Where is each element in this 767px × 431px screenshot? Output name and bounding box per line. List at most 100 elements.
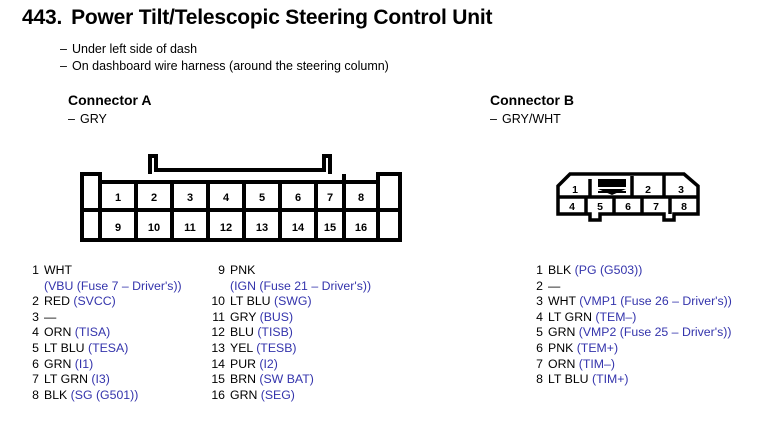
connector-a-diagram: 1 2 3 4 5 6 7 8 9 10 11 12 13 14 15 16 xyxy=(78,152,404,249)
pin-signal-name: (BUS) xyxy=(256,309,294,324)
pin-signal-name: (SWG) xyxy=(270,294,312,309)
pin-number: 10 xyxy=(211,294,225,309)
pin-description: — xyxy=(44,310,203,326)
pin-row: 12 BLU (TISB) xyxy=(208,325,408,341)
pin-description: YEL (TESB) xyxy=(230,341,408,357)
connector-b-title: Connector B xyxy=(490,92,574,108)
svg-text:5: 5 xyxy=(259,192,265,204)
pin-wire-color: ORN xyxy=(548,356,576,371)
pin-row: 2— xyxy=(532,279,762,295)
pin-signal-name: (SG (G501)) xyxy=(67,387,139,402)
pin-number: 12 xyxy=(211,325,225,340)
connector-b-color-text: GRY/WHT xyxy=(502,112,561,126)
pin-row: 2 RED (SVCC) xyxy=(28,294,203,310)
pin-wire-color: WHT xyxy=(548,294,576,309)
location-notes: –Under left side of dash –On dashboard w… xyxy=(60,41,389,75)
pin-description: ORN (TISA) xyxy=(44,325,203,341)
pin-row: 10 LT BLU (SWG) xyxy=(208,294,408,310)
connector-b-diagram: 1 2 3 4 5 6 7 8 xyxy=(554,170,702,231)
pin-number: 3 xyxy=(536,294,543,309)
pin-signal-name: (TISA) xyxy=(71,325,111,340)
pin-wire-color: PNK xyxy=(230,263,256,277)
pin-number: 5 xyxy=(32,340,39,355)
pin-number: 1 xyxy=(536,263,543,277)
location-note-text: On dashboard wire harness (around the st… xyxy=(72,59,389,73)
pin-description: LT BLU (TIM+) xyxy=(548,372,762,388)
location-note-item: –On dashboard wire harness (around the s… xyxy=(60,58,389,75)
pin-wire-color: GRN xyxy=(44,356,72,371)
svg-text:5: 5 xyxy=(597,201,603,213)
connector-a-pin-numbers: 1 2 3 4 5 6 7 8 9 10 11 12 13 14 15 16 xyxy=(115,192,367,234)
location-note-item: –Under left side of dash xyxy=(60,41,389,58)
pin-wire-color: LT GRN xyxy=(548,309,592,324)
pin-description: LT GRN (I3) xyxy=(44,372,203,388)
pin-wire-color: GRN xyxy=(548,325,576,340)
svg-text:16: 16 xyxy=(355,222,367,234)
pin-wire-color: BLU xyxy=(230,325,254,340)
pin-wire-color: LT BLU xyxy=(548,372,589,387)
pin-description: BLK (SG (G501)) xyxy=(44,388,203,404)
pin-signal-name: (SW BAT) xyxy=(255,372,314,387)
pin-description: BLU (TISB) xyxy=(230,325,408,341)
pin-number: 6 xyxy=(32,356,39,371)
connector-b-color-code: –GRY/WHT xyxy=(490,112,561,126)
pin-row: 7 LT GRN (I3) xyxy=(28,372,203,388)
svg-text:3: 3 xyxy=(678,184,684,196)
pin-row: 7 ORN (TIM–) xyxy=(532,357,762,373)
svg-text:7: 7 xyxy=(327,192,333,204)
pin-unused-marker: — xyxy=(548,278,561,293)
svg-text:12: 12 xyxy=(220,222,232,234)
pin-signal-name: (VMP1 (Fuse 26 – Driver's)) xyxy=(575,294,732,309)
pin-number: 7 xyxy=(32,372,39,387)
pin-description: ORN (TIM–) xyxy=(548,357,762,373)
pin-description: GRN (I1) xyxy=(44,357,203,373)
pin-wire-color: GRY xyxy=(230,309,257,324)
pin-unused-marker: — xyxy=(44,309,57,324)
pin-signal-name: (IGN (Fuse 21 – Driver's)) xyxy=(230,278,372,293)
pin-number: 2 xyxy=(32,294,39,309)
pin-signal-name: (I1) xyxy=(71,356,94,371)
pin-description: LT BLU (SWG) xyxy=(230,294,408,310)
pin-row: 3— xyxy=(28,310,203,326)
pin-number: 4 xyxy=(536,309,543,324)
pin-row: 5 LT BLU (TESA) xyxy=(28,341,203,357)
pin-description: PNK (TEM+) xyxy=(548,341,762,357)
pin-description: RED (SVCC) xyxy=(44,294,203,310)
svg-text:3: 3 xyxy=(187,192,193,204)
connector-a-title: Connector A xyxy=(68,92,152,108)
page-title-number: 443. xyxy=(22,6,63,29)
page-title: 443.Power Tilt/Telescopic Steering Contr… xyxy=(22,6,492,30)
pin-number: 7 xyxy=(536,356,543,371)
pin-number: 11 xyxy=(212,309,225,324)
pin-number: 5 xyxy=(536,325,543,340)
svg-text:4: 4 xyxy=(569,201,575,213)
pin-signal-name: (I2) xyxy=(255,356,278,371)
pin-signal-name: (TESA) xyxy=(84,340,129,355)
pin-description: WHT (VMP1 (Fuse 26 – Driver's)) xyxy=(548,294,762,310)
pin-number: 16 xyxy=(211,387,225,402)
svg-text:2: 2 xyxy=(151,192,157,204)
svg-text:1: 1 xyxy=(115,192,121,204)
pin-number: 13 xyxy=(211,340,225,355)
pin-description: GRY (BUS) xyxy=(230,310,408,326)
svg-text:8: 8 xyxy=(681,201,687,213)
pin-signal-name: (VMP2 (Fuse 25 – Driver's)) xyxy=(575,325,732,340)
pin-wire-color: BLK xyxy=(44,387,68,402)
pin-description: LT BLU (TESA) xyxy=(44,341,203,357)
location-note-text: Under left side of dash xyxy=(72,42,198,56)
svg-text:10: 10 xyxy=(148,222,160,234)
pin-description: PUR (I2) xyxy=(230,357,408,373)
svg-text:15: 15 xyxy=(324,222,336,234)
